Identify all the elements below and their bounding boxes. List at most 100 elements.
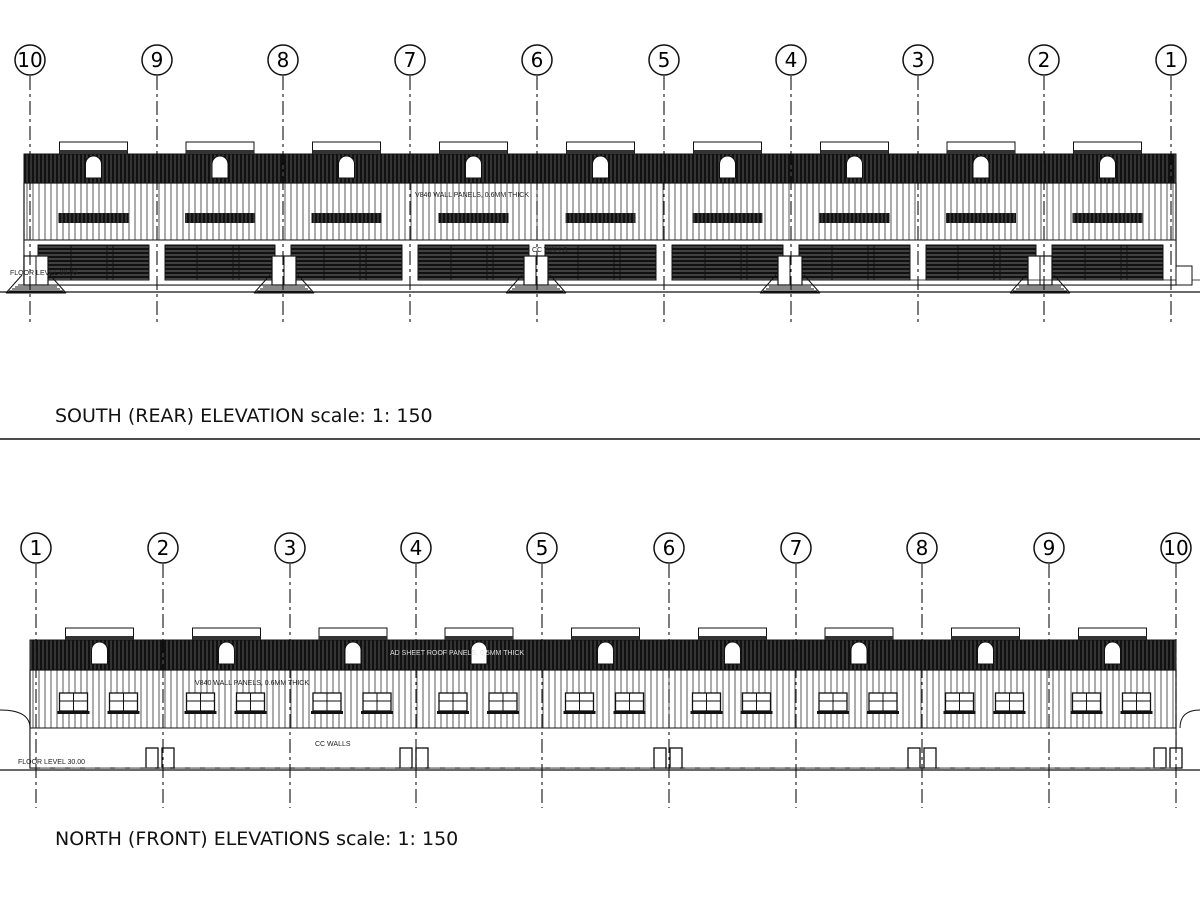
high-window: [1072, 213, 1143, 223]
roof-vent-base: [1078, 636, 1147, 640]
roller-door: [925, 244, 963, 281]
roof-vent-base: [571, 636, 640, 640]
stair-rail: [505, 274, 523, 294]
window-sill: [613, 711, 646, 714]
grid-bubble-label: 7: [790, 536, 803, 560]
roof-vent-base: [319, 636, 387, 640]
window-sill: [740, 711, 773, 714]
grid-bubble-label: 9: [1043, 536, 1056, 560]
grid-bubble-label: 10: [1163, 536, 1188, 560]
grid-bubble-label: 2: [1038, 48, 1051, 72]
roof-vent-base: [59, 150, 128, 154]
grid-bubble-label: 7: [404, 48, 417, 72]
roof-vent-base: [698, 636, 767, 640]
dome-light: [85, 155, 102, 179]
roller-door: [323, 244, 361, 281]
dome-light: [338, 155, 355, 179]
roller-door: [873, 244, 911, 281]
window-sill: [57, 711, 90, 714]
grid-bubble: [902, 44, 934, 76]
roller-door: [450, 244, 488, 281]
roller-door: [831, 244, 869, 281]
roof-vent-base: [65, 636, 134, 640]
dome-light: [211, 155, 229, 179]
grid-bubble: [1155, 44, 1187, 76]
dome-light: [218, 641, 235, 665]
concrete-wall-band: [29, 727, 1177, 769]
grid-bubble-label: 2: [157, 536, 170, 560]
roller-door: [577, 244, 615, 281]
grid-bubble-label: 6: [663, 536, 676, 560]
roller-door: [746, 244, 784, 281]
window-sill: [361, 711, 393, 714]
dome-light: [465, 155, 482, 179]
dome-light: [719, 155, 736, 179]
dome-light: [344, 641, 362, 665]
dome-light: [850, 641, 868, 665]
dome-light: [597, 641, 614, 665]
grid-bubble-label: 3: [912, 48, 925, 72]
entry-door: [145, 747, 159, 769]
roof-vent-base: [445, 636, 513, 640]
window-sill: [234, 711, 267, 714]
high-window: [565, 213, 636, 223]
roller-door: [957, 244, 995, 281]
dome-light: [977, 641, 994, 665]
grid-bubble: [274, 532, 306, 564]
grid-bubble: [267, 44, 299, 76]
stair-rail: [1053, 274, 1071, 294]
stair-rail: [549, 274, 567, 294]
roof-vent-base: [566, 150, 635, 154]
window-sill: [311, 711, 343, 714]
grid-bubble-label: 5: [658, 48, 671, 72]
window-sill: [107, 711, 140, 714]
grid-bubble-label: 8: [277, 48, 290, 72]
grid-bubble: [1033, 532, 1065, 564]
roller-door: [671, 244, 709, 281]
stair-rail: [1009, 274, 1027, 294]
roller-door: [1084, 244, 1122, 281]
roof-vent-base: [439, 150, 508, 154]
entry-door: [653, 747, 667, 769]
grid-bubble: [521, 44, 553, 76]
entry-door: [907, 747, 921, 769]
stair-rail: [759, 274, 777, 294]
window-sill: [993, 711, 1026, 714]
entry-door: [669, 747, 683, 769]
grid-bubble-label: 9: [151, 48, 164, 72]
high-window: [692, 213, 763, 223]
roller-door: [704, 244, 742, 281]
roller-door: [619, 244, 657, 281]
grid-bubble: [906, 532, 938, 564]
dome-light: [724, 641, 741, 665]
end-stair: [1175, 265, 1193, 286]
north-elevation-title: NORTH (FRONT) ELEVATIONS scale: 1: 150: [55, 828, 459, 850]
grid-bubble-label: 1: [1165, 48, 1178, 72]
grid-bubble: [147, 532, 179, 564]
window-sill: [184, 711, 217, 714]
south-elevation-title: SOUTH (REAR) ELEVATION scale: 1: 150: [55, 405, 433, 427]
stair-rail: [253, 274, 271, 294]
dome-light: [592, 155, 609, 179]
grid-bubble-label: 4: [410, 536, 423, 560]
roller-door: [164, 244, 202, 281]
entry-door: [1153, 747, 1167, 769]
grid-bubble: [394, 44, 426, 76]
roller-door: [365, 244, 403, 281]
grid-bubble-label: 10: [17, 48, 42, 72]
high-window: [311, 213, 382, 223]
window-sill: [1120, 711, 1153, 714]
stair-rail: [49, 274, 67, 294]
stair-rail: [297, 274, 315, 294]
window-sill: [437, 711, 469, 714]
high-window: [185, 213, 255, 223]
window-sill: [563, 711, 596, 714]
grid-bubble: [14, 44, 46, 76]
high-window: [58, 213, 129, 223]
dome-light: [1104, 641, 1121, 665]
roller-door: [196, 244, 234, 281]
grid-bubble: [1028, 44, 1060, 76]
entry-door: [923, 747, 937, 769]
dome-light: [91, 641, 108, 665]
